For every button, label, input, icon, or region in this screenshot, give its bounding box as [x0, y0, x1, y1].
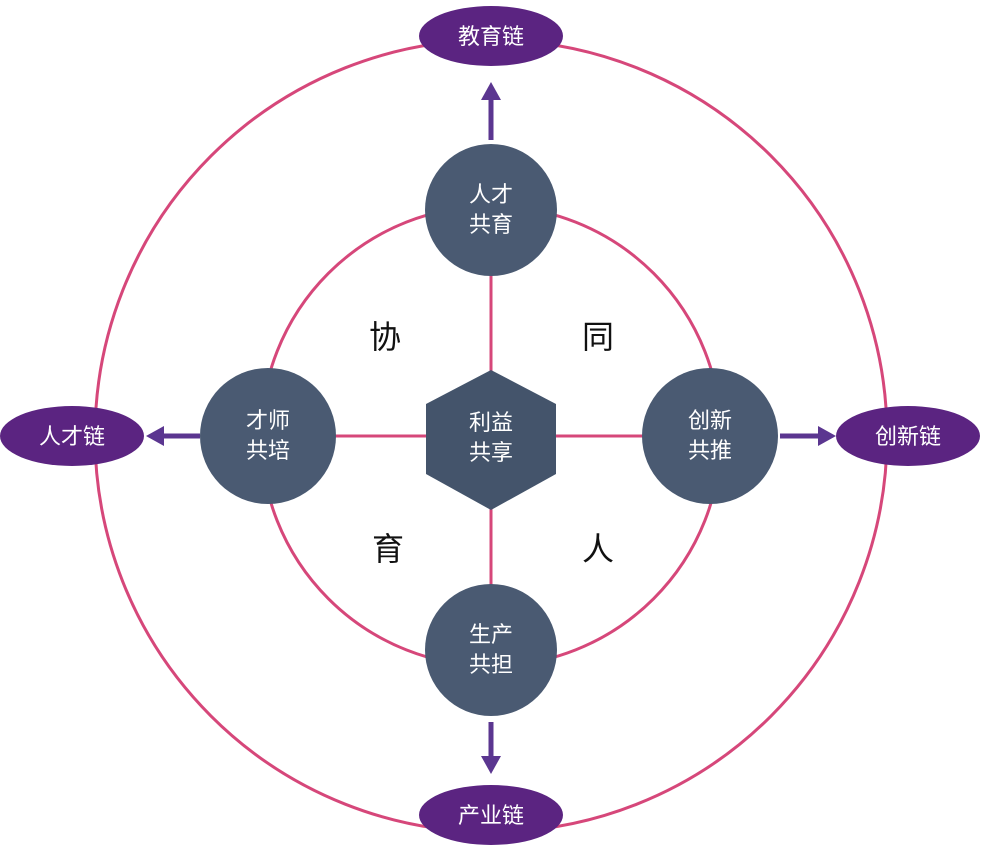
node-bottom: 生产 共担	[425, 584, 557, 716]
arrow-right	[780, 426, 836, 446]
chain-label-bottom: 产业链	[458, 804, 524, 829]
chain-ellipse-right: 创新链	[836, 406, 980, 466]
node-top-line1: 人才	[469, 183, 513, 208]
center-label-line1: 利益	[469, 411, 513, 436]
center-label-line2: 共享	[469, 441, 513, 466]
node-top: 人才 共育	[425, 144, 557, 276]
node-top-line2: 共育	[469, 213, 513, 238]
chain-label-top: 教育链	[458, 25, 524, 50]
chain-label-right: 创新链	[875, 425, 941, 450]
node-left-line2: 共培	[246, 439, 290, 464]
quadrant-label-bottom-left: 育	[372, 530, 404, 568]
chain-ellipse-bottom: 产业链	[419, 785, 563, 845]
quadrant-label-top-right: 同	[582, 318, 614, 356]
arrow-up	[481, 82, 501, 140]
center-hexagon: 利益 共享	[426, 370, 556, 510]
node-left: 才师 共培	[200, 368, 336, 504]
arrow-down	[481, 722, 501, 774]
node-right-line2: 共推	[688, 439, 732, 464]
node-bottom-line2: 共担	[469, 653, 513, 678]
node-right: 创新 共推	[642, 368, 778, 504]
chain-ellipse-left: 人才链	[0, 406, 144, 466]
node-left-line1: 才师	[246, 409, 290, 434]
node-right-line1: 创新	[688, 409, 732, 434]
chain-label-left: 人才链	[39, 425, 105, 450]
quadrant-label-top-left: 协	[369, 318, 401, 356]
chain-ellipse-top: 教育链	[419, 6, 563, 66]
quadrant-label-bottom-right: 人	[582, 530, 614, 568]
node-bottom-line1: 生产	[469, 623, 513, 648]
arrow-left	[146, 426, 200, 446]
